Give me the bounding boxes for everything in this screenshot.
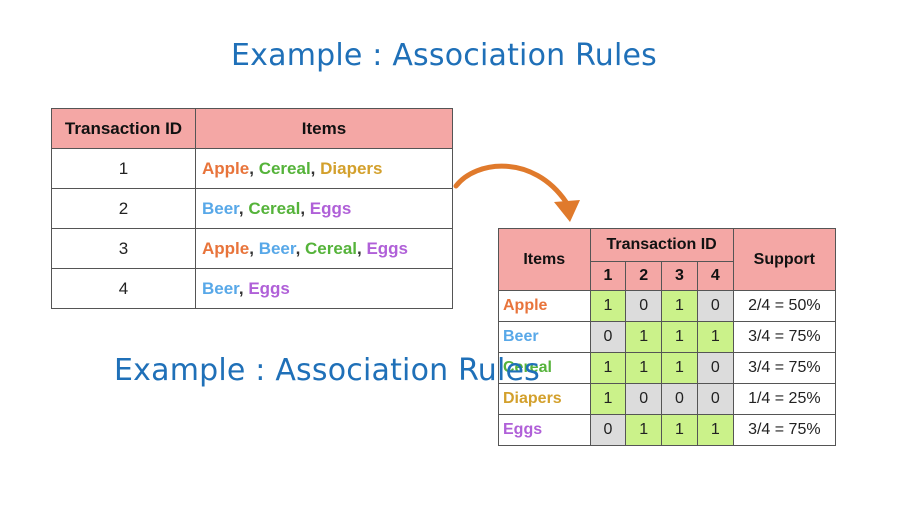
item-separator: ,	[238, 198, 249, 218]
section-title: Example : Association Rules	[114, 353, 541, 388]
item-separator: ,	[295, 238, 306, 258]
presence-cell: 1	[625, 352, 663, 384]
presence-cell: 1	[589, 352, 627, 384]
item-label: Eggs	[248, 278, 290, 298]
item-separator: ,	[310, 158, 321, 178]
support-value-cell: 2/4 = 50%	[732, 290, 837, 322]
item-separator: ,	[357, 238, 367, 258]
presence-cell: 0	[589, 321, 627, 353]
item-label: Eggs	[366, 238, 409, 258]
presence-cell: 1	[625, 414, 663, 446]
arrow-icon	[453, 163, 580, 222]
item-label: Beer	[258, 238, 296, 258]
transaction-id-cell: 1	[51, 148, 196, 189]
presence-cell: 0	[589, 414, 627, 446]
presence-cell: 1	[661, 321, 698, 353]
item-label: Beer	[202, 198, 239, 218]
presence-cell: 0	[696, 383, 734, 415]
presence-cell: 0	[625, 290, 663, 322]
item-name-cell: Eggs	[498, 414, 591, 446]
item-label: Cereal	[305, 238, 357, 258]
item-label: Apple	[202, 158, 250, 178]
item-separator: ,	[249, 158, 259, 178]
support-table: Items Transaction ID Support 1 2 3 4 App…	[498, 228, 837, 446]
support-subheader-row: 1 2 3 4	[499, 261, 836, 291]
transaction-id-cell: 2	[51, 188, 196, 229]
support-value-cell: 3/4 = 75%	[732, 321, 837, 353]
item-name-cell: Diapers	[498, 383, 591, 415]
item-label: Cereal	[258, 158, 311, 178]
item-label: Diapers	[320, 158, 383, 178]
presence-cell: 1	[661, 290, 698, 322]
header-items: Items	[195, 108, 453, 149]
item-name-cell: Apple	[498, 290, 591, 322]
support-header-row: Items Transaction ID Support	[498, 228, 837, 291]
presence-cell: 0	[696, 352, 734, 384]
transaction-items-cell: Beer, Cereal, Eggs	[195, 188, 453, 229]
presence-cell: 1	[589, 383, 627, 415]
presence-cell: 0	[625, 383, 663, 415]
page-title: Example : Association Rules	[231, 38, 658, 73]
presence-cell: 1	[696, 414, 734, 446]
presence-cell: 1	[589, 290, 627, 322]
support-value-cell: 3/4 = 75%	[732, 414, 837, 446]
header-tid-1: 1	[589, 261, 627, 291]
header-tid-3: 3	[661, 261, 698, 291]
transaction-items-cell: Apple, Cereal, Diapers	[195, 148, 453, 189]
item-name-cell: Beer	[498, 321, 591, 353]
item-separator: ,	[238, 278, 249, 298]
presence-cell: 1	[696, 321, 734, 353]
presence-cell: 1	[625, 321, 663, 353]
item-label: Apple	[202, 238, 250, 258]
header-tid-2: 2	[625, 261, 663, 291]
transactions-header-row: Transaction ID Items	[51, 108, 453, 149]
transaction-items-cell: Beer, Eggs	[195, 268, 453, 309]
presence-cell: 0	[661, 383, 698, 415]
presence-cell: 1	[661, 414, 698, 446]
header-tid-4: 4	[696, 261, 734, 291]
transaction-items-cell: Apple, Beer, Cereal, Eggs	[195, 228, 453, 269]
header-transaction-id: Transaction ID	[51, 108, 196, 149]
presence-cell: 1	[661, 352, 698, 384]
item-separator: ,	[249, 238, 259, 258]
item-label: Eggs	[309, 198, 352, 218]
header-transaction-id: Transaction ID	[589, 228, 734, 262]
header-items: Items	[498, 228, 591, 291]
item-label: Beer	[202, 278, 239, 298]
item-name-cell: Cereal	[498, 352, 591, 384]
support-value-cell: 1/4 = 25%	[732, 383, 837, 415]
item-separator: ,	[300, 198, 310, 218]
support-value-cell: 3/4 = 75%	[732, 352, 837, 384]
transaction-id-cell: 4	[51, 268, 196, 309]
transaction-id-cell: 3	[51, 228, 196, 269]
header-support: Support	[732, 228, 837, 291]
presence-cell: 0	[696, 290, 734, 322]
item-label: Cereal	[248, 198, 301, 218]
